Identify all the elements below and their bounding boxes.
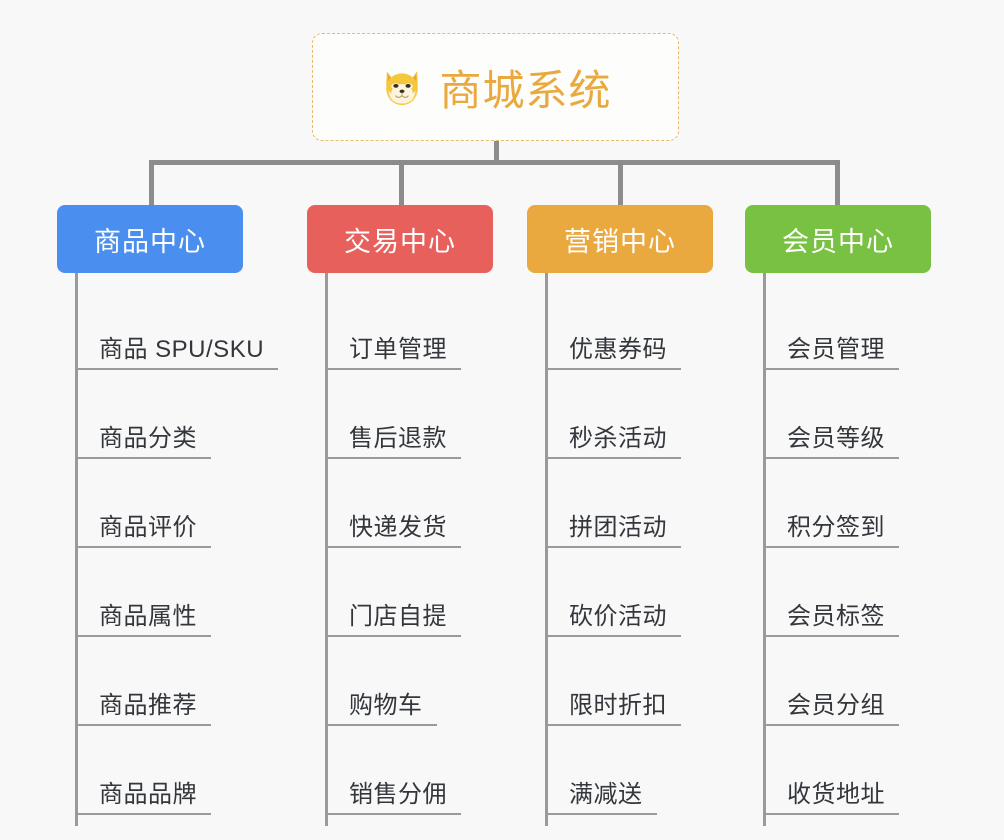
branch-trade-center: 交易中心 订单管理 售后退款 快递发货 门店自提 购物车 销售分佣 [307, 205, 493, 826]
list-item-label: 积分签到 [787, 514, 885, 541]
card-marketing-center-label: 营销中心 [564, 226, 676, 257]
list-item-label: 订单管理 [349, 336, 447, 363]
list-item[interactable]: 会员等级 [763, 376, 931, 465]
list-item[interactable]: 商品属性 [75, 554, 243, 643]
list-item-label: 门店自提 [349, 603, 447, 630]
list-item-label: 砍价活动 [569, 603, 667, 630]
card-trade-center-label: 交易中心 [344, 226, 456, 257]
list-item[interactable]: 售后退款 [325, 376, 493, 465]
list-item[interactable]: 商品 SPU/SKU [75, 287, 279, 376]
list-item-label: 会员等级 [787, 425, 885, 452]
connector-drop-2 [399, 160, 404, 208]
item-list-member-center: 会员管理 会员等级 积分签到 会员标签 会员分组 收货地址 [745, 273, 931, 821]
list-item-label: 会员标签 [787, 603, 885, 630]
list-item[interactable]: 门店自提 [325, 554, 493, 643]
list-item-label: 限时折扣 [569, 692, 667, 719]
list-item-label: 商品评价 [99, 514, 197, 541]
branch-product-center: 商品中心 商品 SPU/SKU 商品分类 商品评价 商品属性 商品推荐 商品品牌 [57, 205, 279, 826]
connector-drop-4 [835, 160, 840, 208]
card-member-center[interactable]: 会员中心 [745, 205, 931, 273]
connector-horizontal-bus [149, 160, 840, 165]
list-item[interactable]: 积分签到 [763, 465, 931, 554]
item-list-product-center: 商品 SPU/SKU 商品分类 商品评价 商品属性 商品推荐 商品品牌 [57, 273, 279, 821]
card-product-center-label: 商品中心 [94, 226, 206, 257]
spine-member-center [763, 273, 766, 826]
branch-member-center: 会员中心 会员管理 会员等级 积分签到 会员标签 会员分组 收货地址 [745, 205, 931, 826]
list-item[interactable]: 秒杀活动 [545, 376, 713, 465]
list-item[interactable]: 商品推荐 [75, 643, 243, 732]
list-item-label: 满减送 [569, 781, 643, 808]
branch-marketing-center: 营销中心 优惠券码 秒杀活动 拼团活动 砍价活动 限时折扣 满减送 [527, 205, 713, 826]
list-item-label: 商品 SPU/SKU [99, 336, 265, 363]
list-item[interactable]: 快递发货 [325, 465, 493, 554]
list-item-label: 商品分类 [99, 425, 197, 452]
list-item-label: 快递发货 [349, 514, 447, 541]
list-item[interactable]: 会员分组 [763, 643, 931, 732]
list-item[interactable]: 优惠券码 [545, 287, 713, 376]
connector-root-stem [494, 141, 499, 163]
list-item[interactable]: 拼团活动 [545, 465, 713, 554]
shiba-dog-icon [379, 64, 425, 110]
spine-trade-center [325, 273, 328, 826]
item-list-marketing-center: 优惠券码 秒杀活动 拼团活动 砍价活动 限时折扣 满减送 [527, 273, 713, 821]
list-item[interactable]: 购物车 [325, 643, 493, 732]
card-product-center[interactable]: 商品中心 [57, 205, 243, 273]
list-item[interactable]: 会员管理 [763, 287, 931, 376]
card-trade-center[interactable]: 交易中心 [307, 205, 493, 273]
list-item-label: 收货地址 [787, 781, 885, 808]
list-item[interactable]: 销售分佣 [325, 732, 493, 821]
list-item-label: 商品品牌 [99, 781, 197, 808]
list-item-label: 购物车 [349, 692, 423, 719]
list-item[interactable]: 商品分类 [75, 376, 243, 465]
item-list-trade-center: 订单管理 售后退款 快递发货 门店自提 购物车 销售分佣 [307, 273, 493, 821]
list-item[interactable]: 订单管理 [325, 287, 493, 376]
list-item-label: 优惠券码 [569, 336, 667, 363]
list-item-label: 会员分组 [787, 692, 885, 719]
card-member-center-label: 会员中心 [782, 226, 894, 257]
list-item[interactable]: 商品评价 [75, 465, 243, 554]
connector-drop-3 [618, 160, 623, 208]
list-item-label: 拼团活动 [569, 514, 667, 541]
list-item[interactable]: 砍价活动 [545, 554, 713, 643]
list-item[interactable]: 收货地址 [763, 732, 931, 821]
spine-marketing-center [545, 273, 548, 826]
list-item[interactable]: 满减送 [545, 732, 713, 821]
list-item-label: 商品推荐 [99, 692, 197, 719]
root-title: 商城系统 [439, 66, 612, 114]
list-item[interactable]: 会员标签 [763, 554, 931, 643]
list-item-label: 商品属性 [99, 603, 197, 630]
list-item-label: 会员管理 [787, 336, 885, 363]
root-node[interactable]: 商城系统 [312, 33, 679, 141]
list-item-label: 售后退款 [349, 425, 447, 452]
spine-product-center [75, 273, 78, 826]
connector-drop-1 [149, 160, 154, 208]
list-item-label: 秒杀活动 [569, 425, 667, 452]
list-item-label: 销售分佣 [349, 781, 447, 808]
list-item[interactable]: 限时折扣 [545, 643, 713, 732]
card-marketing-center[interactable]: 营销中心 [527, 205, 713, 273]
list-item[interactable]: 商品品牌 [75, 732, 243, 821]
